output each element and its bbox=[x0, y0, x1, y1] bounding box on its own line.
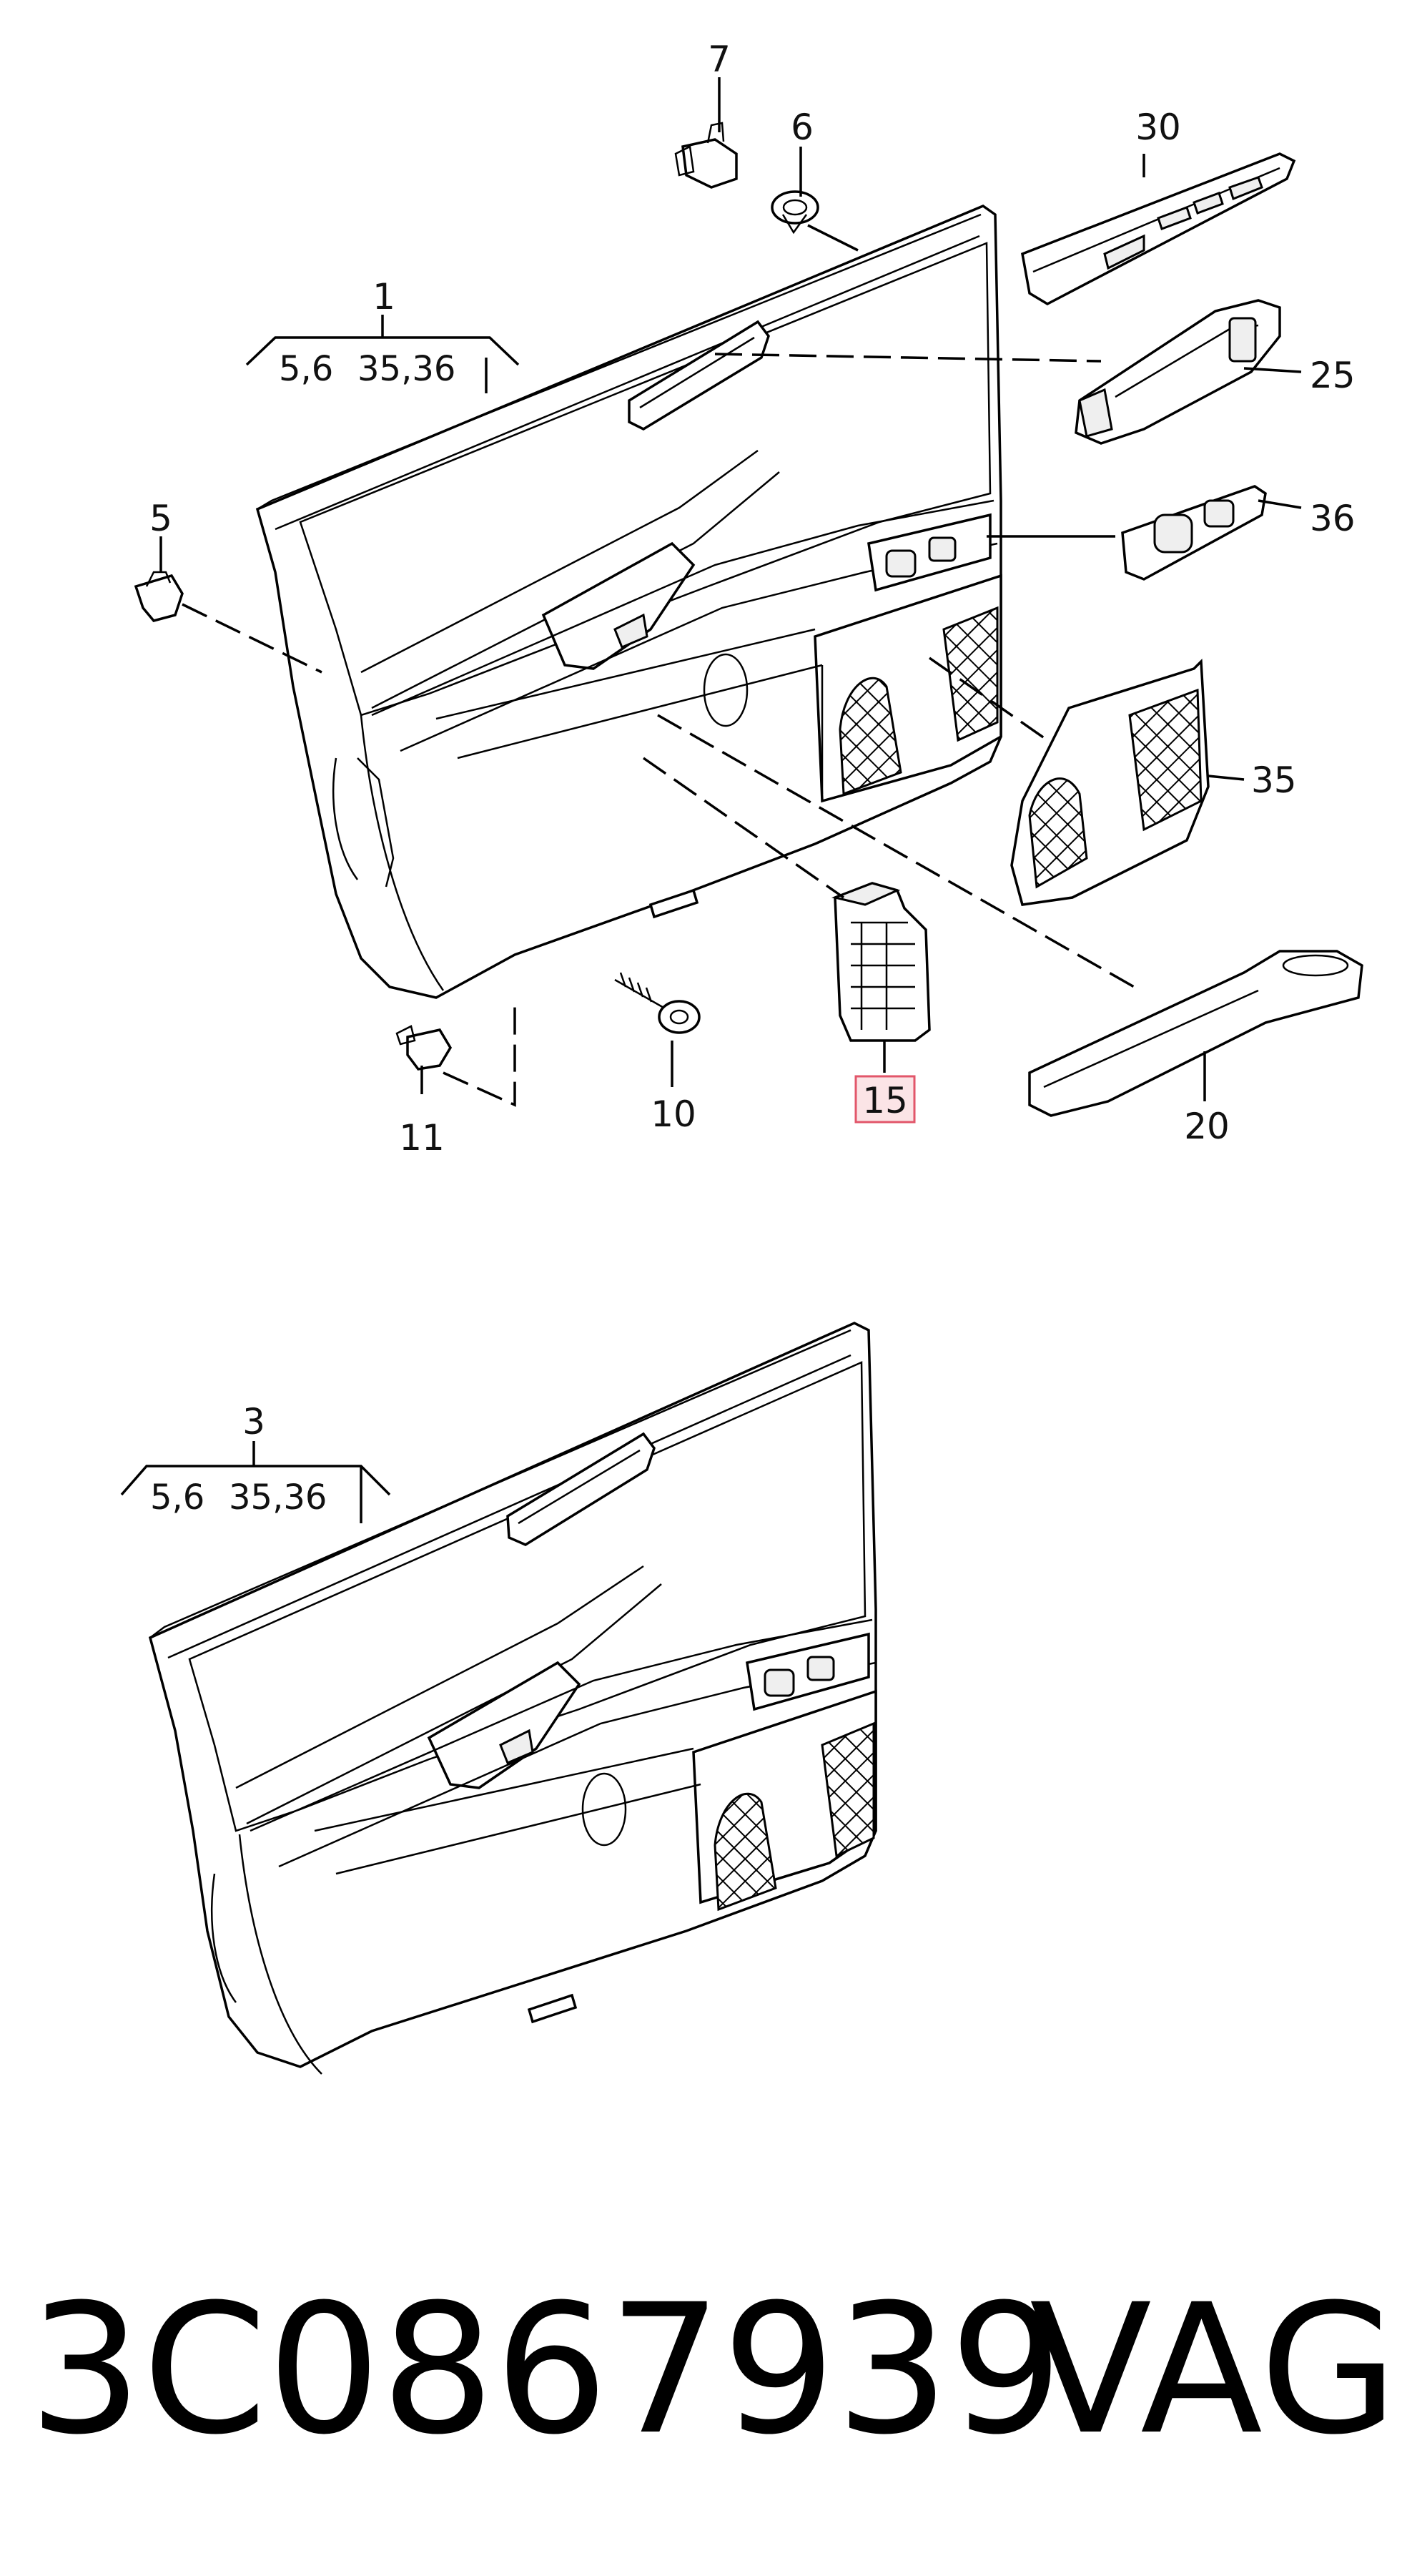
clip-part-5 bbox=[134, 571, 184, 622]
door-panel-3 bbox=[148, 1322, 877, 2075]
clip-part-11 bbox=[395, 1025, 453, 1071]
callout-3: 3 bbox=[242, 1401, 265, 1442]
callout-36: 36 bbox=[1310, 498, 1356, 539]
brand: VAG bbox=[1030, 2266, 1398, 2474]
screw-part-10 bbox=[614, 972, 701, 1034]
callout-15: 15 bbox=[862, 1080, 908, 1121]
callout-7: 7 bbox=[708, 39, 731, 80]
callout-5: 5 bbox=[149, 498, 172, 539]
callout-3-refs-b: 35,36 bbox=[229, 1478, 327, 1518]
callout-3-refs-a: 5,6 bbox=[150, 1478, 204, 1518]
callout-25: 25 bbox=[1310, 355, 1356, 396]
callout-1-refs-b: 35,36 bbox=[357, 349, 455, 389]
inner-handle-part-25 bbox=[1075, 299, 1281, 445]
callout-10: 10 bbox=[651, 1093, 696, 1135]
callout-1-refs-a: 5,6 bbox=[279, 349, 333, 389]
callout-6: 6 bbox=[791, 107, 814, 148]
callout-35: 35 bbox=[1251, 759, 1297, 801]
switch-panel-part-30 bbox=[1021, 152, 1296, 306]
switch-trim-part-36 bbox=[1121, 485, 1267, 581]
dashed-guides-top bbox=[182, 353, 1141, 1107]
callout-30: 30 bbox=[1135, 107, 1181, 148]
door-panel-1 bbox=[255, 205, 1002, 999]
callout-1: 1 bbox=[372, 276, 395, 318]
part-number: 3C0867939 bbox=[29, 2266, 1063, 2474]
speaker-grille-part-35 bbox=[1010, 659, 1210, 906]
clip-part-7 bbox=[674, 122, 738, 189]
bracket-part-15 bbox=[831, 882, 931, 1042]
callout-20: 20 bbox=[1184, 1106, 1230, 1147]
highlight-box-15 bbox=[854, 1075, 916, 1124]
group-bracket-1 bbox=[245, 315, 520, 366]
leader-lines-top bbox=[159, 77, 1302, 1101]
callout-11: 11 bbox=[399, 1117, 445, 1159]
armrest-trim-part-20 bbox=[1028, 950, 1363, 1117]
group-bracket-3 bbox=[120, 1441, 391, 1523]
clip-part-6 bbox=[771, 190, 819, 235]
